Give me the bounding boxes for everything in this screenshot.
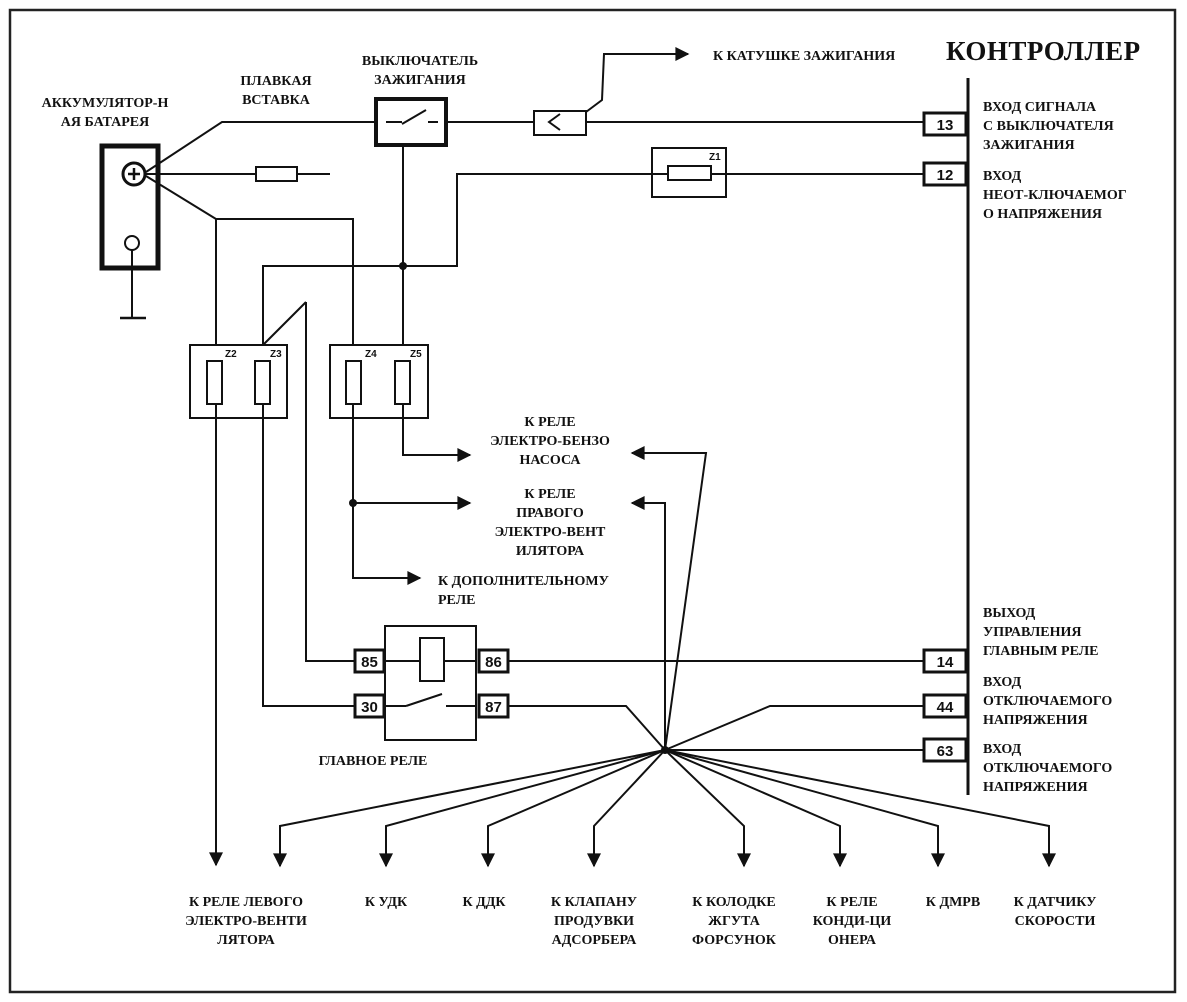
relay-pin-86: 86 bbox=[477, 648, 510, 674]
relay-pin-85: 85 bbox=[353, 648, 386, 674]
relay-pin-30: 30 bbox=[353, 693, 386, 719]
hub-down-wires bbox=[273, 749, 1056, 868]
svg-text:85: 85 bbox=[361, 654, 378, 671]
junction-dot bbox=[349, 499, 357, 507]
svg-text:86: 86 bbox=[485, 654, 502, 671]
fuse-label-z2: Z2 bbox=[225, 349, 237, 360]
controller-pin-14: 14 bbox=[922, 648, 968, 674]
fuse-output-wires bbox=[209, 302, 472, 867]
battery-plus-terminal bbox=[121, 161, 147, 187]
target-dmrv: К ДМРВ bbox=[925, 895, 981, 910]
fusible-link bbox=[255, 166, 298, 182]
controller-pin-63: 63 bbox=[922, 737, 968, 763]
ignition-wires bbox=[262, 121, 924, 361]
z3-diagonal bbox=[262, 301, 307, 346]
svg-text:30: 30 bbox=[361, 699, 378, 716]
controller-title: КОНТРОЛЛЕР bbox=[946, 36, 1141, 66]
svg-text:14: 14 bbox=[937, 654, 954, 671]
ignition-coil-label: К КАТУШКЕ ЗАЖИГАНИЯ bbox=[713, 49, 896, 64]
fuse-label-z3: Z3 bbox=[270, 349, 282, 360]
junction-dot bbox=[399, 262, 407, 270]
battery-symbol bbox=[99, 143, 161, 320]
controller-pin-44: 44 bbox=[922, 693, 968, 719]
hub-up-wires bbox=[630, 446, 708, 751]
svg-text:87: 87 bbox=[485, 699, 502, 716]
target-ddk: К ДДК bbox=[462, 895, 506, 910]
fuse-z1 bbox=[651, 147, 727, 198]
ignition-switch bbox=[374, 97, 448, 147]
controller-pin-13: 13 bbox=[922, 111, 968, 137]
relay-pin-87: 87 bbox=[477, 693, 510, 719]
battery-minus-terminal bbox=[124, 235, 140, 251]
main-relay bbox=[384, 625, 477, 741]
svg-text:12: 12 bbox=[937, 167, 954, 184]
relay-controller-wires bbox=[508, 660, 924, 751]
fuse-block-z2-z3 bbox=[189, 344, 288, 419]
fuse-label-z5: Z5 bbox=[410, 349, 422, 360]
svg-text:13: 13 bbox=[937, 117, 954, 134]
outer-frame bbox=[8, 8, 1177, 994]
svg-text:63: 63 bbox=[937, 743, 954, 760]
battery-wires bbox=[145, 121, 378, 361]
fuse-label-z1: Z1 bbox=[709, 152, 721, 163]
controller-pin-12: 12 bbox=[922, 161, 968, 187]
target-udk: К УДК bbox=[364, 895, 408, 910]
fuse-label-z4: Z4 bbox=[365, 349, 377, 360]
main-relay-label: ГЛАВНОЕ РЕЛЕ bbox=[318, 754, 428, 769]
ignition-coil-connector bbox=[533, 47, 690, 136]
fuse-block-z4-z5 bbox=[329, 344, 429, 419]
svg-text:44: 44 bbox=[937, 699, 954, 716]
